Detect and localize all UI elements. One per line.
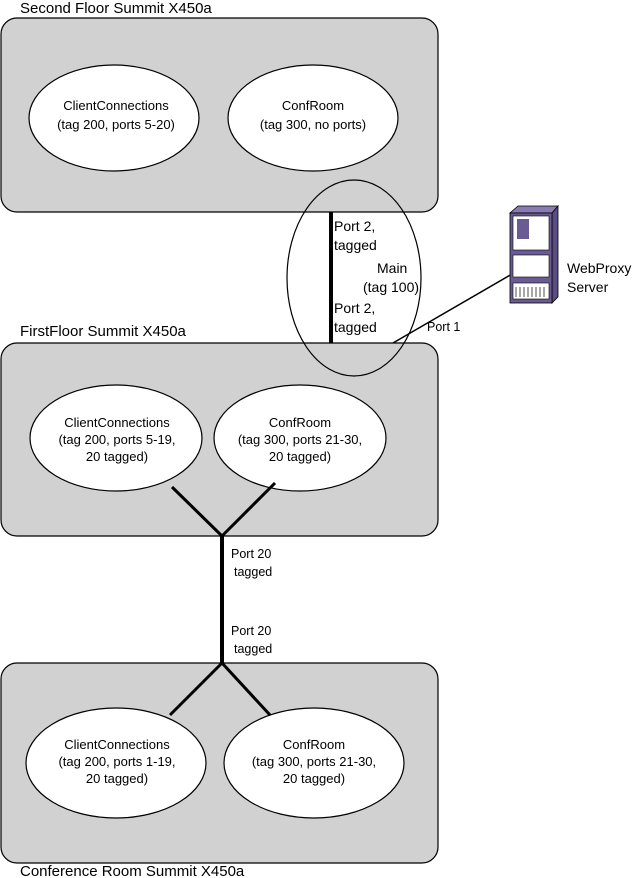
vlan-detail: (tag 300, no ports) <box>260 117 366 132</box>
vlan-detail: (tag 200, ports 5-19, <box>58 432 175 447</box>
main-vlan-tag: (tag 100) <box>363 279 419 295</box>
trunk-lower-port-label: Port 20 <box>231 624 271 638</box>
second-floor-clientconnections-vlan <box>28 64 200 172</box>
vlan-detail: 20 tagged) <box>283 771 345 786</box>
first-floor-vlan-link-left <box>170 485 224 538</box>
vlan-detail: (tag 300, ports 21-30, <box>238 432 362 447</box>
vlan-name: ClientConnections <box>64 737 170 752</box>
second-floor-title: Second Floor Summit X450a <box>20 0 212 17</box>
vlan-name: ClientConnections <box>64 415 170 430</box>
trunk-upper-port-label: tagged <box>234 565 272 579</box>
conference-room-clientconnections-vlan <box>25 707 207 819</box>
vlan-detail: 20 tagged) <box>269 449 331 464</box>
vlan-detail: 20 tagged) <box>86 449 148 464</box>
first-floor-title: FirstFloor Summit X450a <box>20 323 187 340</box>
vlan-detail: (tag 200, ports 1-19, <box>58 754 175 769</box>
main-vlan-circle <box>286 179 422 377</box>
conference-room-vlan-link-right <box>220 661 272 717</box>
vlan-name: ClientConnections <box>63 98 169 113</box>
vlan-detail: 20 tagged) <box>86 771 148 786</box>
webproxy-label: WebProxy <box>567 260 631 276</box>
first-floor-clientconnections-vlan <box>29 384 203 492</box>
trunk-lower-port-label: tagged <box>234 642 272 656</box>
webproxy-port-label: Port 1 <box>427 320 460 334</box>
first-floor-confroom-vlan <box>213 384 387 492</box>
conference-room-vlan-link-left <box>168 661 224 717</box>
vlan-name: ConfRoom <box>269 415 331 430</box>
vlan-name: ConfRoom <box>282 98 344 113</box>
main-port-bottom-label: Port 2, <box>334 300 375 316</box>
vlan-detail: (tag 300, ports 21-30, <box>252 754 376 769</box>
server-icon <box>508 204 559 304</box>
conference-room-confroom-vlan <box>223 707 405 819</box>
main-port-top-label: tagged <box>334 237 377 253</box>
webproxy-link <box>392 273 513 344</box>
first-floor-vlan-link-right <box>220 481 277 538</box>
main-port-top-label: Port 2, <box>334 218 375 234</box>
vlan-detail: (tag 200, ports 5-20) <box>57 117 175 132</box>
conference-room-title: Conference Room Summit X450a <box>20 863 245 878</box>
main-port-bottom-label: tagged <box>334 319 377 335</box>
trunk-upper-port-label: Port 20 <box>231 547 271 561</box>
second-floor-confroom-vlan <box>227 64 399 172</box>
vlan-name: ConfRoom <box>283 737 345 752</box>
webproxy-label: Server <box>567 279 609 295</box>
main-vlan-name: Main <box>377 260 407 276</box>
